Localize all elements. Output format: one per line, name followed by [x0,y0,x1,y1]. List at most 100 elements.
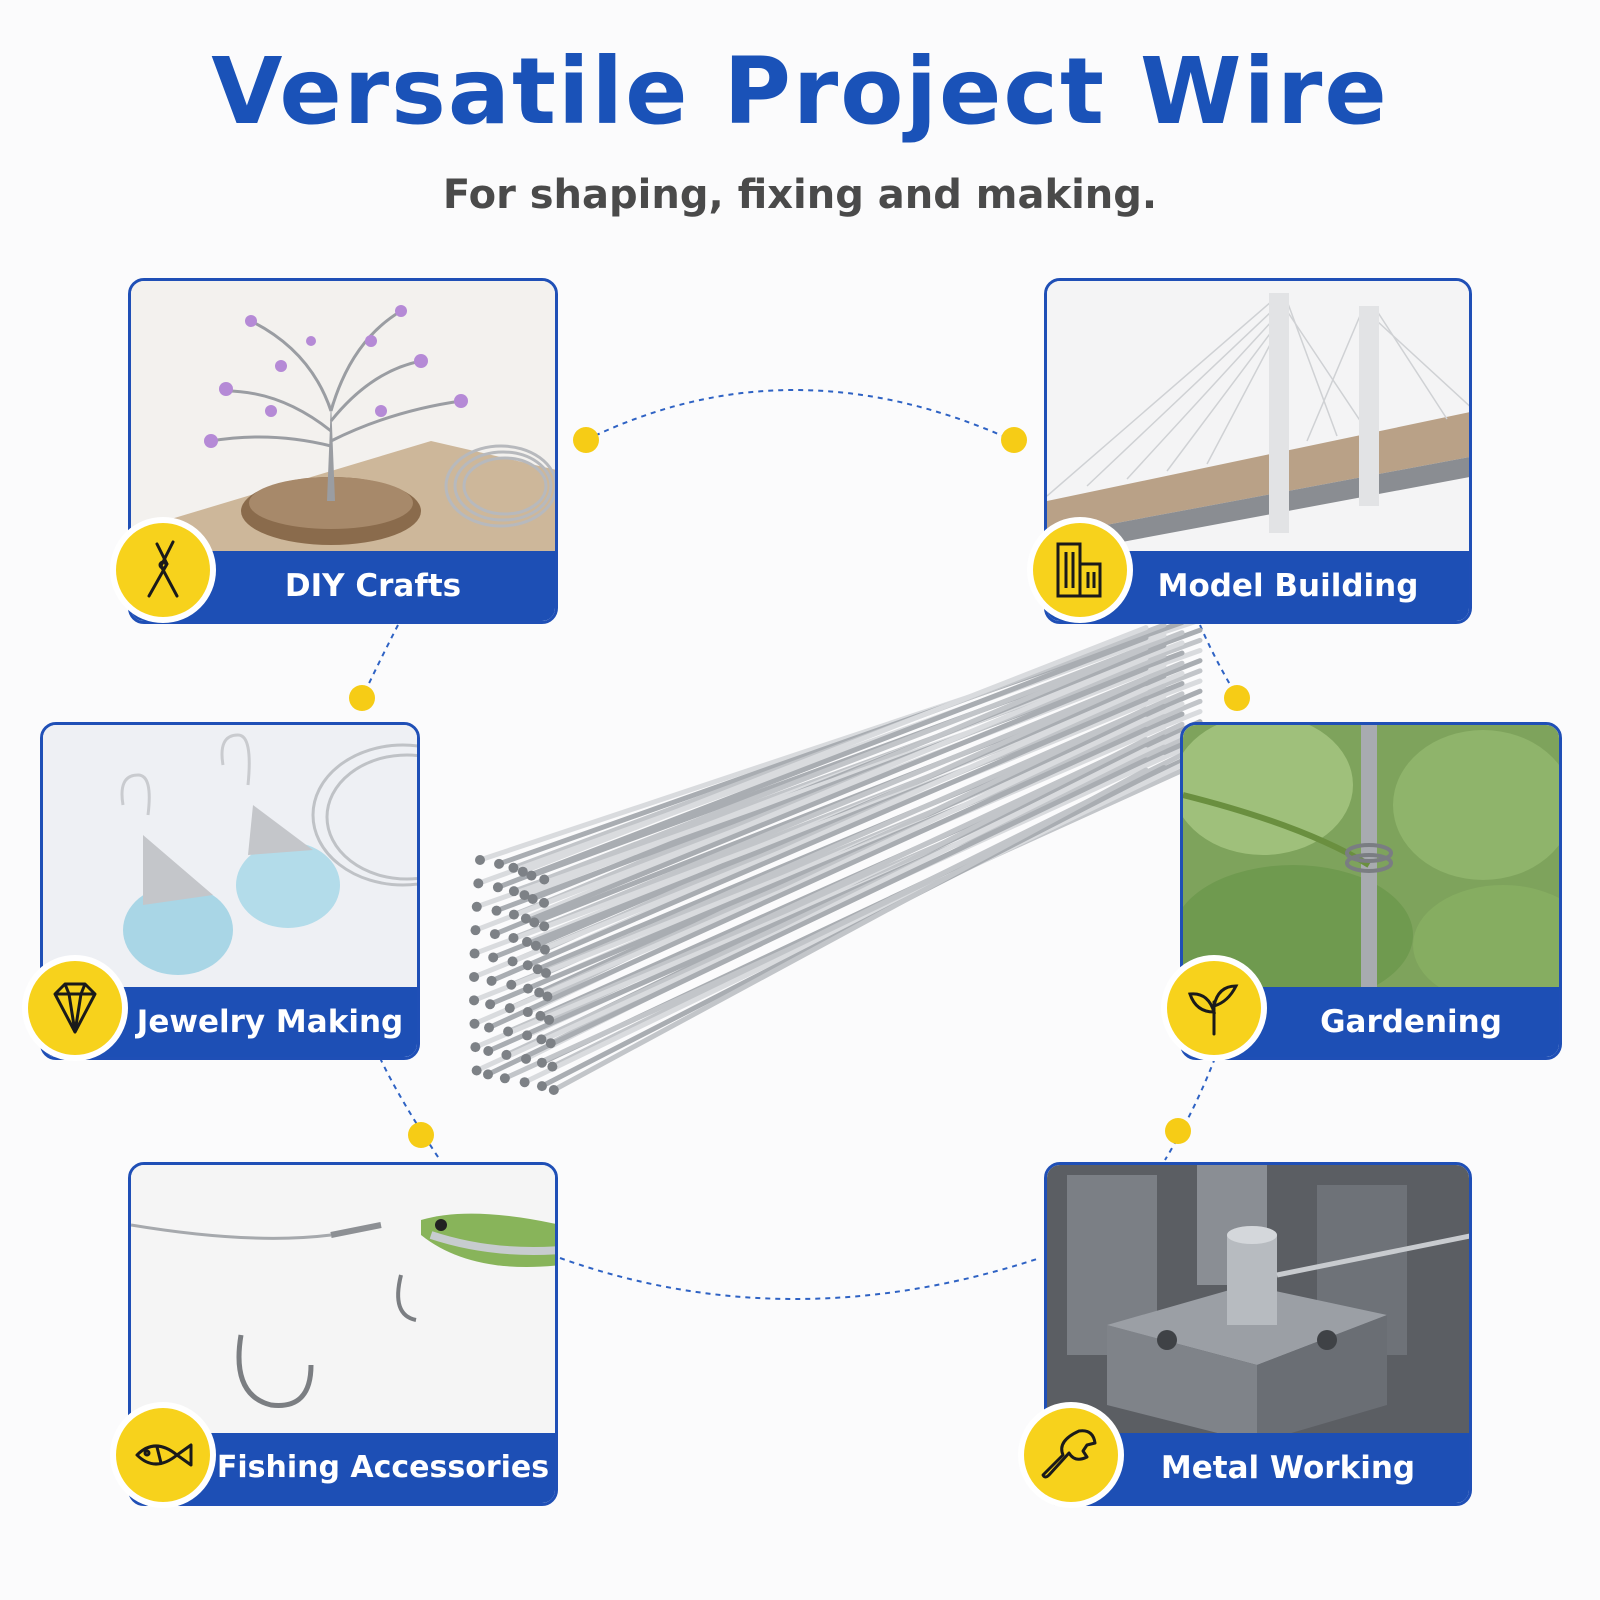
wire-rod [495,635,1149,890]
wire-rod [551,767,1149,1093]
wire-rod-end [508,886,519,897]
wire-rod-end [485,999,496,1010]
wrench-icon [1041,1429,1097,1479]
wire-rod-end [541,968,552,979]
wire-rod-end [522,1030,533,1041]
fish-icon [135,1443,193,1467]
wire-rod-end [491,905,502,916]
wire-rod-end [539,921,550,932]
wire-rod-end [508,932,519,943]
use-label: Metal Working [1160,1450,1416,1486]
wire-rod-end [535,1010,546,1021]
badge [22,955,128,1061]
wire-rod-end [526,870,537,881]
wire-rod-end [536,1034,547,1045]
wire-rod-end [544,1014,555,1025]
wire-rod-end [547,1061,558,1072]
wire-rod-end [488,952,499,963]
wire-rod-end [492,882,503,893]
wire-rod-end [475,855,485,865]
page-title: Versatile Project Wire [211,38,1389,145]
wire-rod-end [489,929,500,940]
use-label: Jewelry Making [136,1004,404,1040]
wire-rod-end [534,987,545,998]
wire-rod-end [522,1007,533,1018]
wire-rod [485,757,1149,1077]
wire-rod-end [499,1073,510,1084]
sprout-icon [1187,984,1239,1036]
badge [1161,955,1267,1061]
wire-rod-end [471,901,482,912]
wire-rod-end [508,909,519,920]
wire-rod-end [522,960,533,971]
wire-rod-end [517,866,528,877]
wire-rod-end [539,897,550,908]
wire-rod-end [504,1003,515,1014]
wire-rod-end [469,948,480,959]
wire-rod [502,759,1203,1081]
wire-rod-end [536,1057,547,1068]
wire-rod-end [503,1026,514,1037]
wire-rod [522,762,1185,1085]
wire-rod-end [470,1042,481,1053]
wire-rod-end [470,925,481,936]
wire-rod-end [522,983,533,994]
wire-rod-end [507,956,518,967]
use-label: Fishing Accessories [216,1450,550,1485]
wire-bundle-image [469,617,1203,1095]
wire-rod-end [519,890,530,901]
wire-rod-end [545,1038,556,1049]
connector-dot [408,1122,434,1148]
wire-rod [541,630,1185,882]
wire-rod-end [469,1018,480,1029]
wire-rod [486,726,1149,1031]
badge [1018,1402,1124,1508]
wire-rod [503,744,1167,1058]
wire-rod-end [508,862,519,873]
connector-dot [573,427,599,453]
page-subtitle: For shaping, fixing and making. [442,172,1158,218]
wire-rod-end [522,936,533,947]
model-building-photo [1047,281,1469,561]
wire-rod-end [520,913,531,924]
wire-rod-end [542,991,553,1002]
wire-rod-end [521,1053,532,1064]
wire-rod-end [506,979,517,990]
building-icon [1056,542,1102,598]
connector-dot [349,685,375,711]
wire-rod-end [519,1077,530,1088]
wire-rod-end [532,964,543,975]
use-card-gardening: Gardening [1180,722,1562,1060]
wire-rod-end [527,893,538,904]
wire-rod-end [483,1069,494,1080]
use-label: Gardening [1320,1004,1502,1040]
use-label: Model Building [1157,568,1419,604]
wire-rod-end [483,1046,494,1057]
wire-rod-end [469,995,480,1006]
wire-rod-end [539,874,550,885]
wire-rod-end [536,1081,547,1092]
badge [110,517,216,623]
pliers-icon [147,540,179,598]
fishing-accessories-photo [131,1165,555,1443]
use-card-jewelry-making: Jewelry Making [40,722,420,1060]
wire-rod-end [473,878,484,889]
wire-rod-end [471,1065,482,1076]
connector-dot [1165,1118,1191,1144]
metal-working-photo [1047,1165,1469,1443]
jewelry-making-photo [43,725,417,995]
gardening-photo [1183,725,1559,995]
diy-crafts-photo [131,281,555,561]
connector-dot [1001,427,1027,453]
wire-rod [489,696,1149,984]
wire-rod-end [548,1085,559,1095]
wire-rod-end [469,971,480,982]
wire-rod-end [501,1049,512,1060]
wire-rod-end [484,1022,495,1033]
use-label: DIY Crafts [284,568,462,604]
badge [1027,517,1133,623]
wire-rod [492,665,1149,937]
badge [110,1402,216,1508]
wire-rod-end [539,944,550,955]
wire-rod-end [529,917,540,928]
